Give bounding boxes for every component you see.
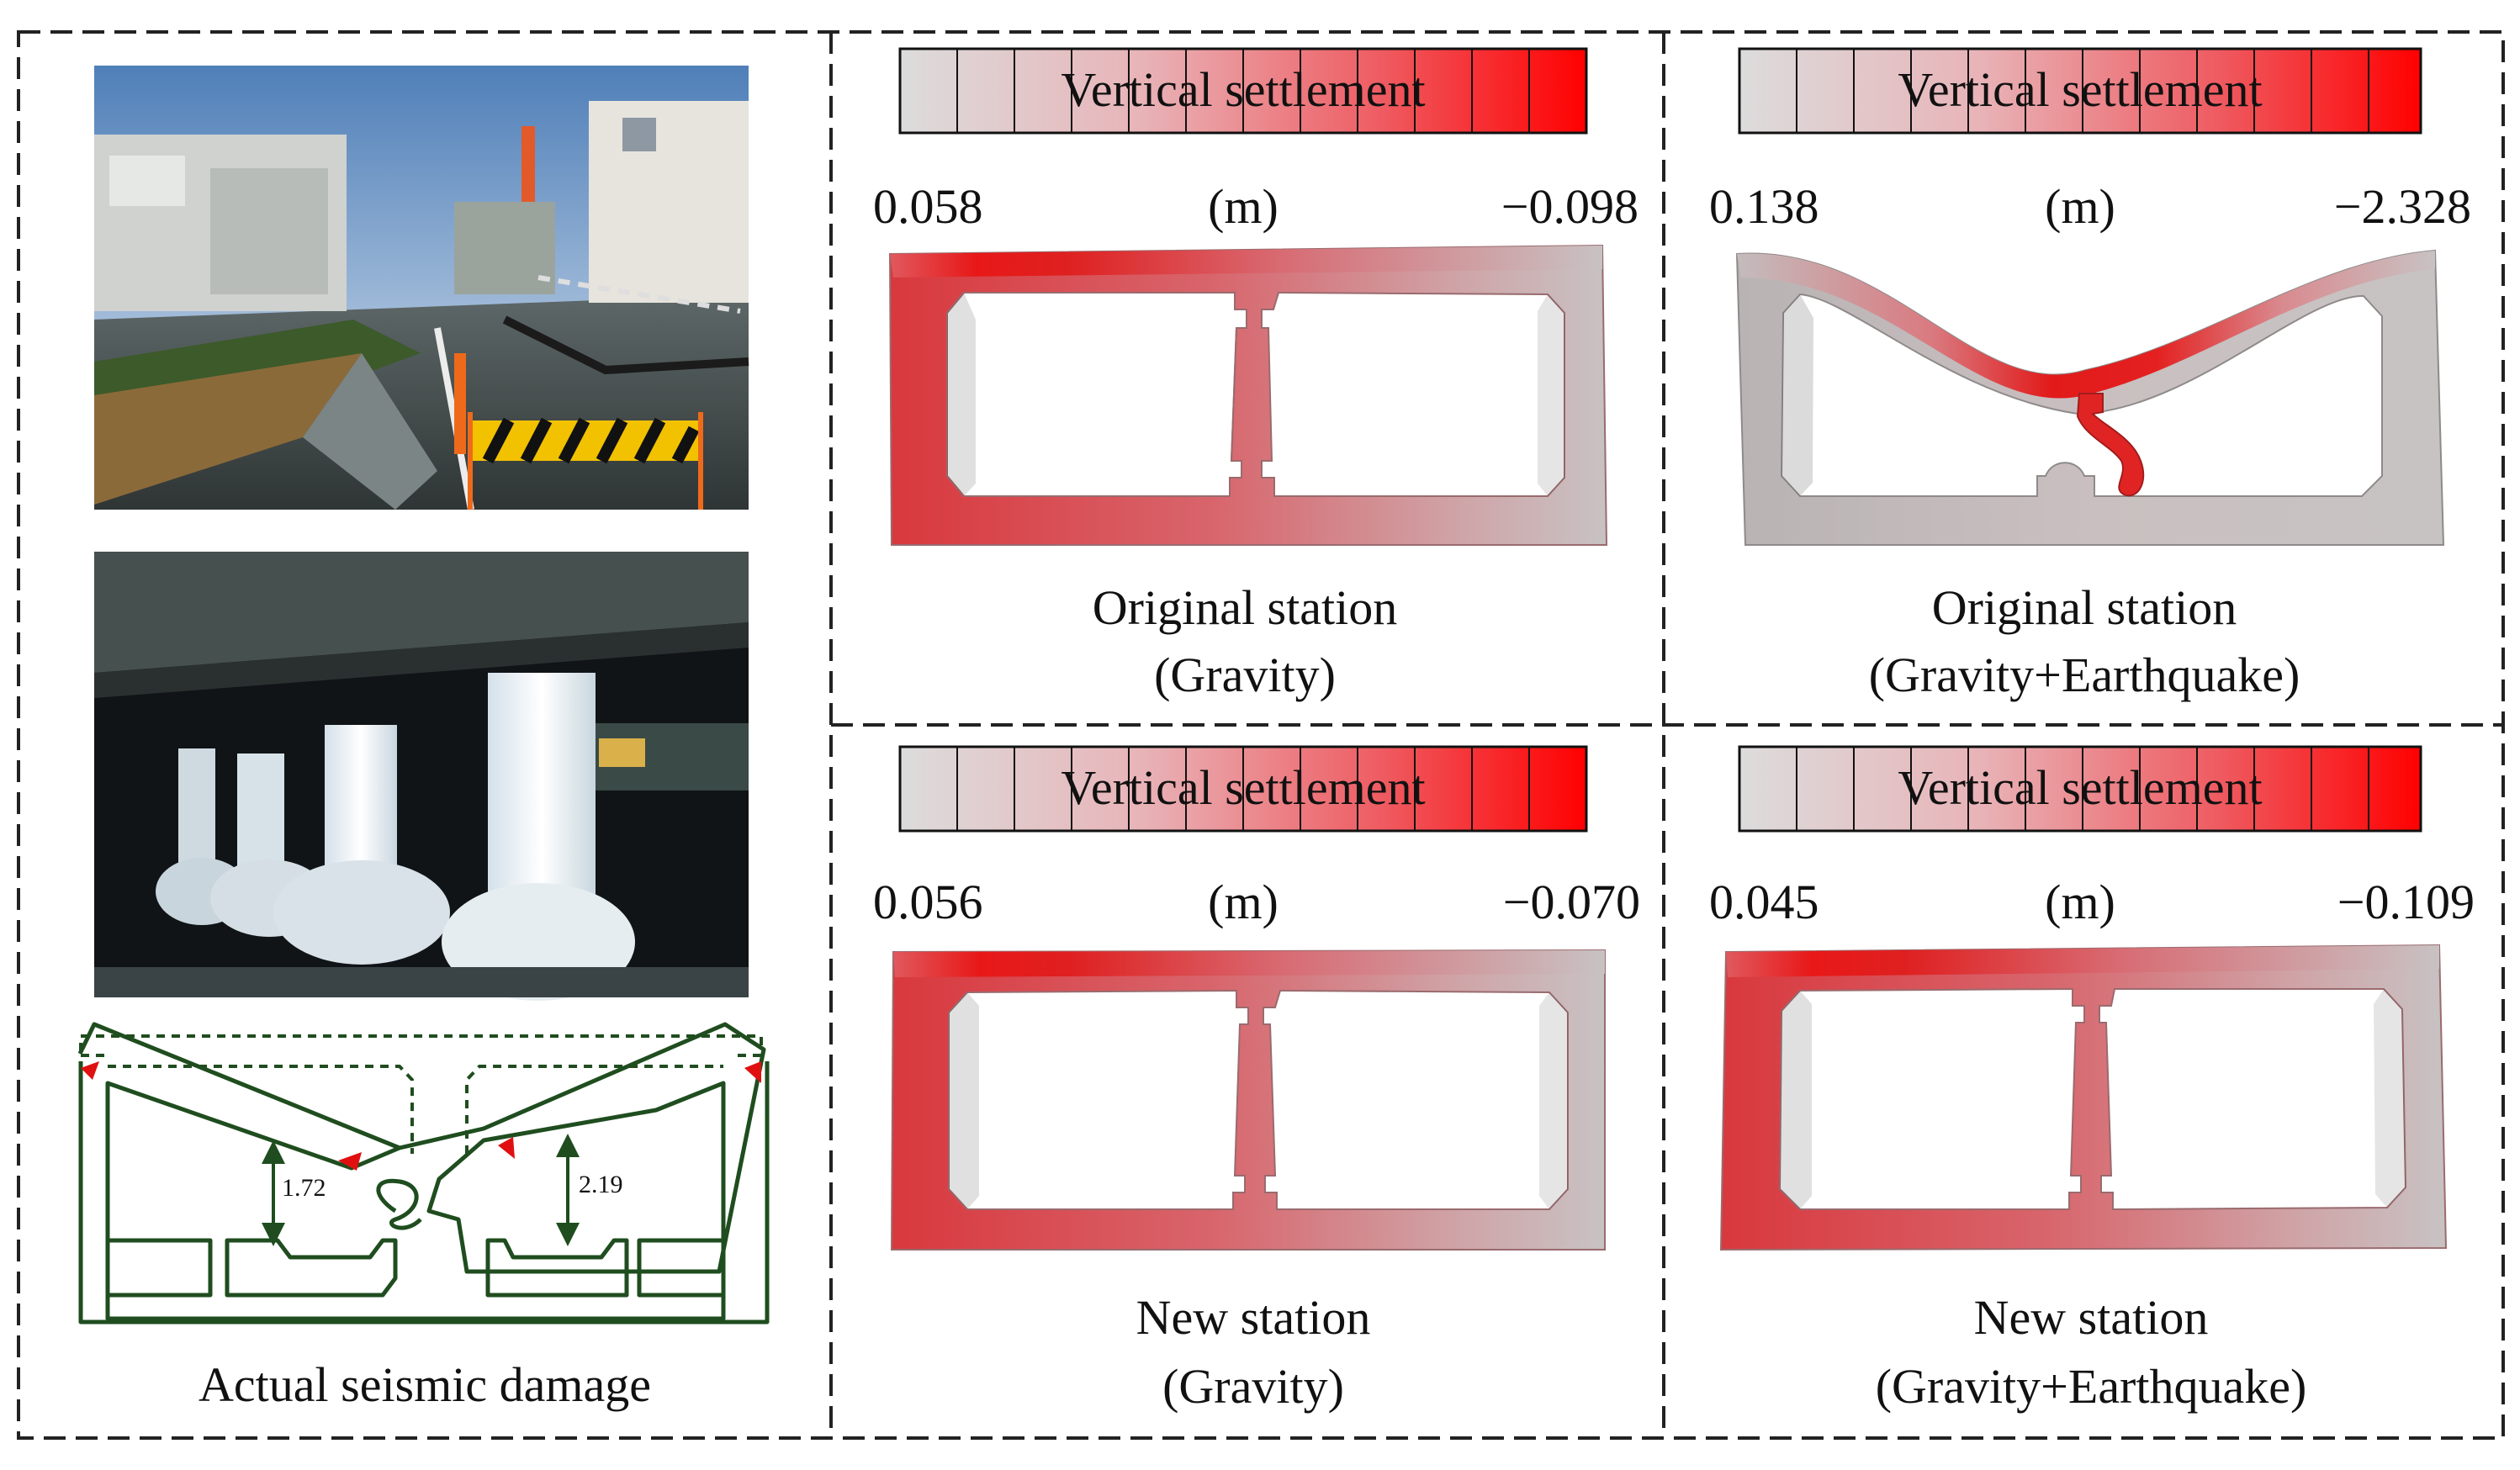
dim-label-left: 1.72 bbox=[282, 1174, 326, 1202]
colorbar-min-label: 0.058 bbox=[873, 179, 983, 234]
colorbar-min-label: 0.045 bbox=[1709, 875, 1819, 929]
colorbar-title: Vertical settlement bbox=[1898, 760, 2262, 815]
colorbar-unit: (m) bbox=[2045, 179, 2115, 234]
colorbar-max-label: −0.109 bbox=[2337, 875, 2475, 929]
colorbar-max-label: −0.098 bbox=[1501, 179, 1639, 234]
sketch-original-outline bbox=[79, 1034, 763, 1057]
photo-street bbox=[94, 66, 749, 510]
colorbar-new-gravity: Vertical settlement 0.056 (m) −0.070 bbox=[873, 745, 1640, 929]
caption-new-eq-line2: (Gravity+Earthquake) bbox=[1876, 1359, 2307, 1414]
sketch-walls bbox=[78, 1061, 770, 1325]
caption-new-gravity-line2: (Gravity) bbox=[1162, 1359, 1344, 1414]
section-orig-gravity bbox=[888, 244, 1608, 546]
sketch-buckled-column bbox=[376, 1178, 422, 1230]
photo-columns bbox=[94, 552, 749, 1001]
sketch-damage-markers bbox=[81, 1061, 761, 1171]
section-new-gravity bbox=[890, 949, 1606, 1251]
damage-sketch bbox=[77, 1022, 770, 1325]
captions: Original station (Gravity) Original stat… bbox=[1093, 580, 2307, 1414]
colorbar-title: Vertical settlement bbox=[1898, 62, 2262, 117]
sketch-outline bbox=[77, 1022, 766, 1321]
colorbar-min-label: 0.056 bbox=[873, 875, 983, 929]
section-new-eq bbox=[1719, 944, 2448, 1251]
sketch-original-inner bbox=[108, 1065, 723, 1154]
dim-label-right: 2.19 bbox=[579, 1171, 623, 1198]
outer-frame bbox=[17, 30, 2505, 1440]
colorbar-unit: (m) bbox=[1208, 875, 1279, 929]
colorbar-orig-eq: Vertical settlement 0.138 (m) −2.328 bbox=[1709, 47, 2471, 234]
caption-new-gravity-line1: New station bbox=[1136, 1290, 1371, 1345]
caption-orig-gravity-line2: (Gravity) bbox=[1154, 648, 1336, 702]
colorbar-max-label: −0.070 bbox=[1503, 875, 1640, 929]
colorbar-title: Vertical settlement bbox=[1061, 62, 1425, 117]
colorbar-unit: (m) bbox=[2045, 875, 2115, 929]
colorbar-max-label: −2.328 bbox=[2334, 179, 2471, 234]
sketch-lower-left bbox=[105, 1238, 398, 1298]
buckled-column bbox=[2076, 393, 2145, 497]
damage-caption: Actual seismic damage bbox=[199, 1357, 651, 1412]
colorbar-unit: (m) bbox=[1208, 179, 1279, 234]
caption-new-eq-line1: New station bbox=[1974, 1290, 2209, 1345]
colorbar-title: Vertical settlement bbox=[1061, 760, 1425, 815]
section-orig-eq bbox=[1735, 249, 2445, 546]
colorbar-min-label: 0.138 bbox=[1709, 179, 1819, 234]
colorbar-new-eq: Vertical settlement 0.045 (m) −0.109 bbox=[1709, 745, 2475, 929]
caption-orig-eq-line2: (Gravity+Earthquake) bbox=[1869, 648, 2300, 702]
colorbar-orig-gravity-ticks bbox=[956, 49, 1530, 133]
panel-frames bbox=[17, 30, 2505, 1440]
caption-orig-gravity-line1: Original station bbox=[1093, 580, 1397, 635]
caption-orig-eq-line1: Original station bbox=[1932, 580, 2237, 635]
sketch-lower-right bbox=[485, 1238, 726, 1298]
colorbar-orig-gravity: Vertical settlement 0.058 (m) −0.098 bbox=[873, 47, 1639, 234]
